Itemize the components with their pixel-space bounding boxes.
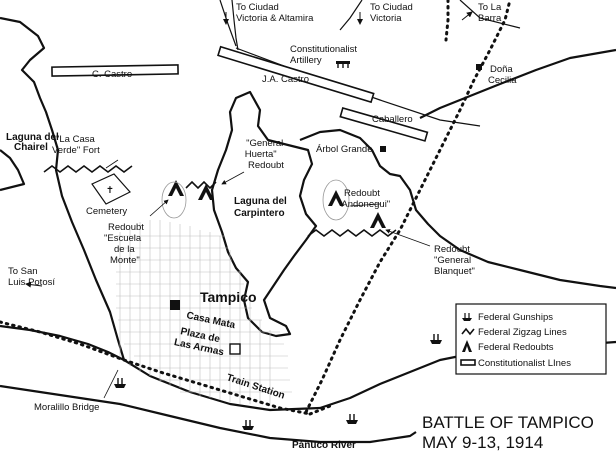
leader-escuela (149, 199, 169, 217)
east-shore (299, 128, 616, 290)
laguna-carpintero-shore (210, 90, 318, 338)
railway-west (0, 320, 312, 416)
redoubt-andonegui-ring (322, 179, 350, 221)
casa-mata-marker (170, 300, 180, 310)
zigzag-line-huerta (185, 180, 217, 190)
label-general-huerta: "General Huerta" Redoubt (245, 138, 286, 171)
constitutionalist-line-icon (460, 359, 476, 366)
legend-label-redoubts: Federal Redoubts (478, 342, 554, 353)
label-laguna-carpintero: Laguna del Carpintero (234, 196, 290, 219)
dona-cecilia-marker (476, 64, 482, 70)
arrow-la-barra (461, 11, 473, 21)
artillery-icon (336, 61, 350, 68)
leader-huerta (221, 171, 245, 185)
road-north-west-2 (219, 0, 237, 47)
c-castro-line (51, 64, 179, 77)
arrow-san-luis (25, 281, 43, 288)
zigzag-line-east (307, 229, 397, 237)
legend: Federal Gunships Federal Zigzag Lines Fe… (455, 303, 607, 375)
label-caballero: Caballero (372, 114, 413, 125)
legend-label-zigzag: Federal Zigzag Lines (478, 327, 567, 338)
caballero-line (339, 107, 429, 142)
label-to-victoria: To Ciudad Victoria (370, 2, 415, 24)
label-train-station: Train Station (225, 372, 286, 401)
label-to-san-luis: To San Luis Potosí (8, 266, 55, 288)
label-ja-castro: J.A. Castro (262, 74, 309, 85)
redoubt-escuela-icon (168, 180, 184, 196)
redoubt-escuela-ring (161, 181, 187, 219)
tampico-street-grid (116, 220, 292, 406)
road-north-west (231, 0, 239, 51)
label-plaza: Plaza de Las Armas (173, 325, 228, 358)
legend-box (455, 303, 607, 375)
cemetery-cross: ✝ (106, 185, 114, 196)
zigzag-icon (461, 327, 475, 336)
redoubt-blanquet-icon (370, 212, 386, 228)
label-andonegui: Redoubt "Andonegui" (338, 188, 390, 210)
ja-castro-line (217, 45, 375, 104)
chairel-inner-shore (0, 149, 26, 192)
label-c-castro: C. Castro (92, 69, 132, 80)
legend-label-const-lines: Constitutionalist LInes (478, 358, 571, 369)
plaza-armas-marker (229, 343, 241, 355)
gunship-icon-3 (346, 414, 358, 424)
zigzag-line-west (43, 165, 133, 173)
gunship-icon-2 (242, 420, 254, 430)
label-moralillo: Moralillo Bridge (34, 402, 99, 413)
gunship-icon-4 (430, 334, 442, 344)
label-dona-cecilia: Doña Cecilia (488, 64, 517, 86)
legend-label-gunships: Federal Gunships (478, 312, 553, 323)
gunship-icon-1 (114, 378, 126, 388)
label-laguna-chairel: Laguna del Chairel (6, 132, 62, 153)
title-line-2: MAY 9-13, 1914 (422, 433, 543, 452)
label-to-la-barra: To La Barra (478, 2, 504, 24)
leader-moralillo (103, 369, 119, 399)
leader-andonegui (349, 203, 381, 207)
road-north-east (459, 0, 521, 29)
redoubt-huerta-icon (198, 184, 214, 200)
railway-north (304, 0, 512, 414)
label-to-victoria-altamira: To Ciudad Victoria & Altamira (236, 2, 314, 24)
arbol-grande-marker (380, 146, 386, 152)
label-const-artillery: Constitutionalist Artillery (290, 44, 360, 66)
leader-casa-verde (105, 159, 119, 169)
laguna-chairel-shore (0, 16, 126, 362)
road-north-mid (339, 0, 363, 31)
redoubt-andonegui-icon (328, 190, 344, 206)
railway-northwest (444, 0, 450, 42)
label-arbol-grande: Árbol Grande (316, 144, 373, 155)
label-escuela: Redoubt "Escuela de la Monte" (104, 222, 147, 266)
panuco-south-bank (0, 384, 417, 444)
label-cemetery: Cemetery (86, 206, 127, 217)
label-casa-verde: "La Casa Verde" Fort (52, 134, 100, 156)
label-tampico: Tampico (200, 289, 257, 305)
label-general-blanquet: Redoubt "General Blanquet" (434, 244, 475, 277)
northeast-shore (419, 48, 616, 119)
title-line-1: BATTLE OF TAMPICO (422, 413, 594, 432)
cemetery-outline (91, 173, 131, 205)
label-panuco: Pánuco River (292, 440, 356, 451)
leader-blanquet (385, 229, 431, 247)
gunship-icon (462, 313, 472, 321)
redoubt-icon (462, 340, 472, 352)
